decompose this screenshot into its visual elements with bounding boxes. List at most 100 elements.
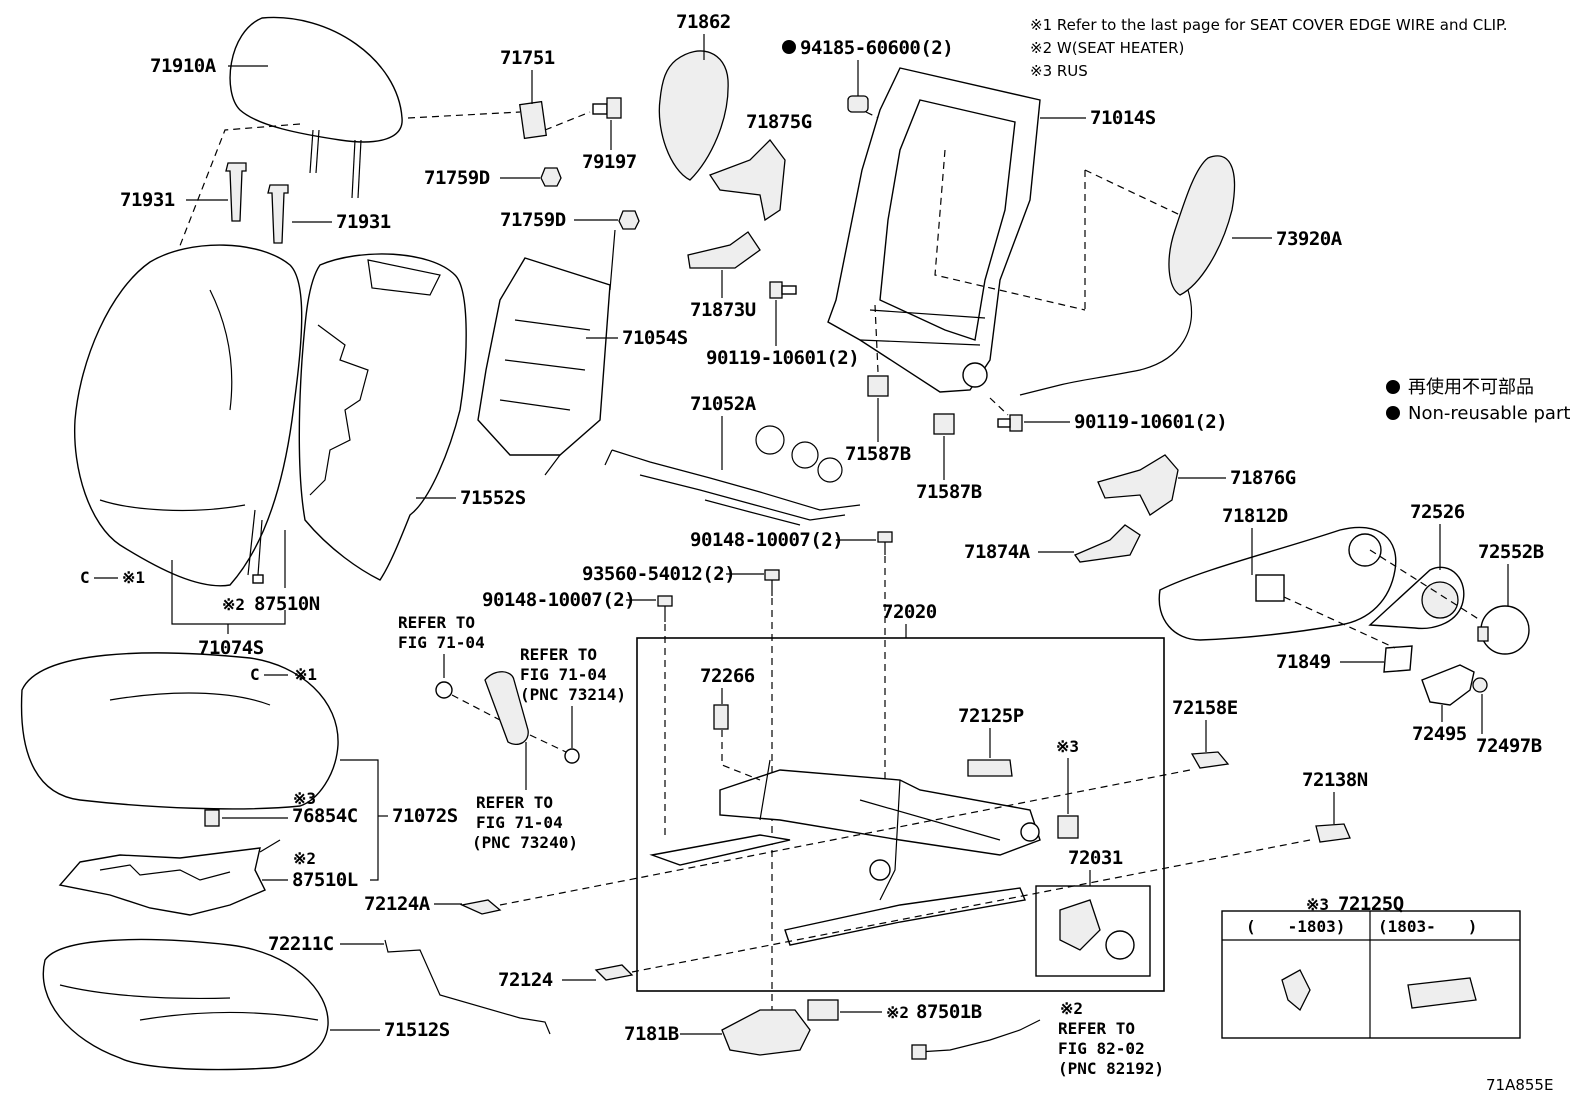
note-1: ※1 Refer to the last page for SEAT COVER… bbox=[1030, 16, 1507, 34]
label-72158E: 72158E bbox=[1172, 697, 1238, 719]
part-71862[interactable] bbox=[658, 50, 729, 181]
non-reusable-bullet-icon bbox=[1386, 406, 1400, 420]
label-71512S: 71512S bbox=[384, 1019, 450, 1041]
label-76854C: 76854C bbox=[292, 805, 358, 827]
mark-1b: ※1 bbox=[294, 665, 317, 684]
refer-3-line3: (PNC 73240) bbox=[472, 833, 578, 852]
label-72495: 72495 bbox=[1412, 723, 1467, 745]
part-heater-ecu-87501B[interactable] bbox=[807, 999, 839, 1021]
part-headrest[interactable] bbox=[229, 16, 403, 199]
part-seat-frame-71014S[interactable] bbox=[827, 67, 1041, 393]
refer-4-line2: FIG 82-02 bbox=[1058, 1039, 1145, 1058]
part-72266[interactable] bbox=[713, 704, 729, 730]
part-clip-71587B[interactable] bbox=[867, 375, 889, 397]
part-cushion-pad[interactable] bbox=[42, 938, 329, 1071]
part-bolt-90119[interactable] bbox=[769, 281, 797, 299]
refer-4-line3: (PNC 82192) bbox=[1058, 1059, 1164, 1078]
label-72020: 72020 bbox=[882, 601, 937, 623]
mark-2c: ※2 bbox=[886, 1003, 909, 1022]
part-recliner-72031[interactable] bbox=[1059, 899, 1135, 960]
part-bolt-93560[interactable] bbox=[764, 569, 780, 596]
part-side-shield-71812D[interactable] bbox=[1158, 526, 1397, 641]
part-grommet[interactable] bbox=[435, 681, 453, 699]
label-94185: 94185-60600(2) bbox=[800, 37, 953, 59]
label-72031: 72031 bbox=[1068, 847, 1123, 869]
part-heater-mat[interactable] bbox=[58, 839, 281, 916]
part-cushion-cover[interactable] bbox=[20, 652, 339, 810]
label-72124A: 72124A bbox=[364, 893, 431, 915]
clip-symbol: C bbox=[80, 568, 90, 587]
part-lever-73214[interactable] bbox=[484, 671, 529, 745]
mark-2b: ※2 bbox=[293, 849, 316, 868]
part-knob-72495[interactable] bbox=[1421, 664, 1475, 706]
label-71910A: 71910A bbox=[150, 55, 217, 77]
label-90148-upper: 90148-10007(2) bbox=[690, 529, 843, 551]
part-71849[interactable] bbox=[1383, 645, 1413, 673]
refer-1-line1: REFER TO bbox=[398, 613, 475, 632]
part-72125Q-late[interactable] bbox=[1407, 977, 1477, 1009]
label-71931-right: 71931 bbox=[336, 211, 391, 233]
part-headrest-guide[interactable] bbox=[225, 162, 247, 222]
mark-3a: ※3 bbox=[1056, 737, 1079, 756]
variant-table-72125Q bbox=[1221, 910, 1521, 1039]
part-cover-72124A[interactable] bbox=[459, 899, 502, 915]
part-seatback-pad[interactable] bbox=[298, 253, 467, 581]
label-73920A: 73920A bbox=[1276, 228, 1343, 250]
part-71874A[interactable] bbox=[1074, 524, 1141, 563]
part-bolt-90148[interactable] bbox=[657, 595, 673, 622]
label-71074S: 71074S bbox=[198, 637, 264, 659]
label-72124: 72124 bbox=[498, 969, 553, 991]
part-71876G[interactable] bbox=[1097, 454, 1179, 516]
part-switch[interactable] bbox=[1057, 815, 1079, 839]
part-screw-79197[interactable] bbox=[592, 97, 622, 119]
part-lock-71751[interactable] bbox=[519, 100, 547, 140]
label-71587B-right: 71587B bbox=[916, 481, 982, 503]
label-71849: 71849 bbox=[1276, 651, 1331, 673]
part-bolt-90148[interactable] bbox=[877, 531, 893, 555]
refer-4-line1: REFER TO bbox=[1058, 1019, 1135, 1038]
label-72497B: 72497B bbox=[1476, 735, 1542, 757]
part-72497B[interactable] bbox=[1472, 677, 1488, 693]
part-grommet[interactable] bbox=[564, 748, 580, 764]
diagram-code: 71A855E bbox=[1486, 1076, 1553, 1094]
label-87501B: 87501B bbox=[916, 1001, 982, 1023]
part-72125P[interactable] bbox=[967, 759, 1013, 777]
part-nut-71759D[interactable] bbox=[540, 167, 562, 187]
mark-3c: ※3 bbox=[1306, 895, 1329, 914]
label-71052A: 71052A bbox=[690, 393, 757, 415]
part-bolt-90119[interactable] bbox=[997, 414, 1023, 432]
part-cover-72158E[interactable] bbox=[1190, 751, 1230, 769]
part-rod-72211C[interactable] bbox=[384, 939, 551, 1035]
refer-2-line3: (PNC 73214) bbox=[520, 685, 626, 704]
part-seatback-cover[interactable] bbox=[73, 244, 303, 587]
part-heater-wire[interactable] bbox=[257, 519, 263, 576]
part-cover-72138N[interactable] bbox=[1315, 823, 1351, 843]
part-cover-72124[interactable] bbox=[594, 964, 634, 981]
part-knob-72526[interactable] bbox=[1368, 566, 1465, 630]
label-72211C: 72211C bbox=[268, 933, 334, 955]
part-grommet-94185[interactable] bbox=[847, 95, 869, 113]
part-71875G[interactable] bbox=[709, 139, 786, 222]
refer-3-line2: FIG 71-04 bbox=[476, 813, 563, 832]
legend-en: Non-reusable part bbox=[1408, 403, 1570, 424]
part-nut-71759D[interactable] bbox=[618, 210, 640, 230]
part-clip-76854C[interactable] bbox=[204, 809, 220, 827]
part-bracket-7181B[interactable] bbox=[721, 1009, 811, 1056]
part-bracket-71054S[interactable] bbox=[477, 229, 616, 476]
part-seat-adjuster[interactable] bbox=[649, 759, 1041, 946]
refer-1-line2: FIG 71-04 bbox=[398, 633, 485, 652]
non-reusable-bullet-icon bbox=[782, 40, 796, 54]
part-side-airbag-73920A[interactable] bbox=[1019, 155, 1236, 396]
part-seatback-spring-71052A[interactable] bbox=[604, 425, 861, 526]
part-72125Q-early[interactable] bbox=[1281, 969, 1311, 1012]
part-harness[interactable] bbox=[917, 1019, 1041, 1053]
part-headrest-guide[interactable] bbox=[267, 184, 289, 244]
label-71072S: 71072S bbox=[392, 805, 458, 827]
part-clip-71587B[interactable] bbox=[933, 413, 955, 435]
part-71873U[interactable] bbox=[687, 231, 761, 269]
label-71751: 71751 bbox=[500, 47, 555, 69]
label-71876G: 71876G bbox=[1230, 467, 1296, 489]
note-3: ※3 RUS bbox=[1030, 62, 1088, 80]
label-72125Q: 72125Q bbox=[1338, 893, 1404, 915]
